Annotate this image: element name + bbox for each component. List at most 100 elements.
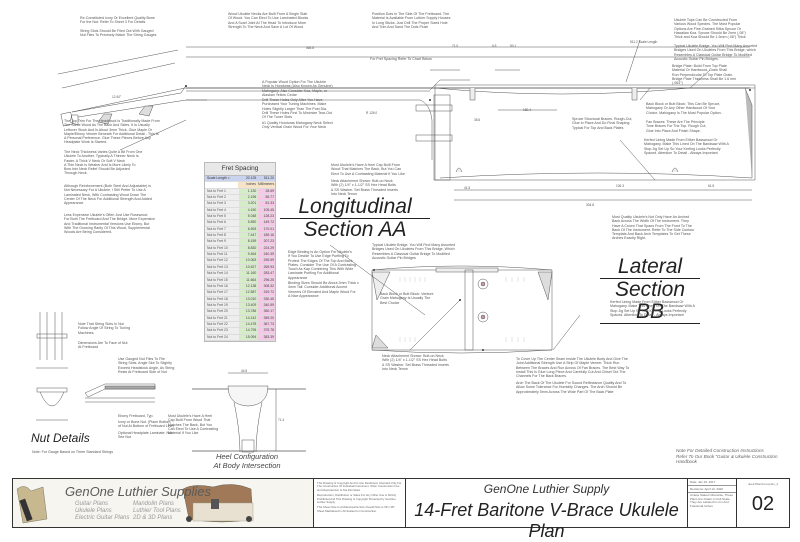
dim-180: 180.4 (523, 108, 531, 112)
note-head-trim: The Top Trim For The Headstock Is Tradit… (64, 119, 160, 145)
link-mandolin-plans[interactable]: Mandolin Plans (133, 501, 175, 507)
fret-cell-mm: 170.01 (258, 226, 275, 233)
fret-cell-in: 13.010 (238, 296, 259, 302)
link-electric-guitar-plans[interactable]: Electric Guitar Plans (75, 515, 130, 521)
fret-cell-label: Nut to Fret 2 (205, 195, 239, 201)
fret-cell-mm: 28.69 (258, 188, 275, 195)
link-ukulele-plans[interactable]: Ukulele Plans (75, 508, 112, 514)
units-inches: Inches (238, 182, 258, 188)
dim-71: 71.0 (452, 44, 459, 48)
dim-126-3: 126.3 (616, 184, 624, 188)
note-neck-attachment: Neck Attachment Shown: Bolt-on Neck With… (331, 179, 398, 196)
scale-label: Scale Length = (205, 176, 239, 182)
link-guitar-plans[interactable]: Guitar Plans (75, 501, 109, 507)
logo-panel: GenOne Luthier Supplies Guitar Plans Uku… (13, 479, 314, 527)
longitudinal-section-title: Longitudinal Section AA (280, 196, 430, 241)
fret-cell-label: Nut to Fret 19 (205, 302, 239, 309)
fret-cell-in: 15.094 (238, 334, 259, 340)
note-position-dots: Position Dots In The Side Of The Fretboa… (372, 12, 451, 29)
lateral-section-title: Lateral Section BB (600, 256, 700, 324)
fret-cell-label: Nut to Fret 11 (205, 252, 239, 258)
fret-cell-label: Nut to Fret 24 (205, 334, 239, 340)
fret-cell-label: Nut to Fret 10 (205, 245, 239, 252)
fret-cell-label: Nut to Fret 6 (205, 220, 239, 226)
fret-cell-in: 10.063 (238, 258, 259, 264)
dim-angle: 12.40° (112, 95, 122, 99)
fret-cell-mm: 207.23 (258, 239, 275, 245)
product-photo-icon (16, 484, 254, 524)
title-block: GenOne Luthier Supplies Guitar Plans Uku… (12, 478, 790, 541)
fret-cell-label: Nut to Fret 16 (205, 283, 239, 290)
fret-cell-label: Nut to Fret 4 (205, 207, 239, 214)
link-2d-3d-plans[interactable]: 2D & 3D Plans (133, 515, 173, 521)
fret-cell-mm: 296.25 (258, 277, 275, 283)
heel-configuration-title: Heel Configuration At Body Intersection (202, 452, 292, 470)
fret-cell-label: Nut to Fret 9 (205, 239, 239, 245)
note-back-block: Back Block or Butt Block: This Can Be Sp… (646, 102, 722, 115)
note-kerfed-lining-lateral: Kerfed Lining Made From Either Basswood … (610, 300, 695, 317)
fret-cell-label: Nut to Fret 8 (205, 233, 239, 239)
fret-cell-in: 13.786 (238, 309, 259, 315)
note-ebony-fretboard: Ebony Fretboard, Typ. (118, 414, 154, 418)
note-fan-braces: Fan Braces: These Are The Principle Tone… (646, 120, 707, 133)
note-top-species: Ukulele Tops Can Be Constructed From Var… (674, 18, 746, 40)
fret-cell-mm: 224.29 (258, 245, 275, 252)
fret-cell-mm: 340.59 (258, 302, 275, 309)
note-headplate: Optional Headplate Laminate, Not See Nut (118, 431, 173, 440)
note-bridge: Typical Ukulele Bridge. You Will Find Ma… (674, 44, 758, 61)
fret-cell-mm: 55.77 (258, 195, 275, 201)
revision: Revisions: April 13, 2020 (688, 486, 736, 493)
section-title-line1: Lateral (600, 256, 700, 279)
fret-cell-in: 11.160 (238, 271, 259, 277)
note-gauged-files: Use Gauged Nut Files To File String Slot… (118, 357, 175, 374)
section-title-line2: Section AA (303, 218, 407, 241)
fret-cell-in: 6.693 (238, 226, 259, 233)
plan-title: 14-Fret Baritone V-Brace Ukulele Plan (414, 500, 679, 541)
fret-cell-in: 14.795 (238, 328, 259, 334)
fret-cell-in: 5.890 (238, 220, 259, 226)
note-string-slots: String Slots Should Be Filed Out With Ga… (80, 29, 157, 38)
note-reinforcement: Although Reinforcement (Both Steel And A… (64, 184, 152, 206)
nut-gauge-note: Note: For Gauge Based on Three Standard … (32, 450, 114, 454)
note-nut-bone: Re-Constituted Ivory Or Excellent Qualit… (80, 16, 155, 25)
note-back-block-lateral: Back Block or Butt Block: Venture Grain … (380, 292, 434, 305)
note-mahogany-neck: A Popular Wood Option For The Ukulele Ne… (262, 80, 333, 97)
link-luthier-tool-plans[interactable]: Luthier Tool Plans (133, 508, 181, 514)
note-less-expensive: Less Expensive Ukulele's Often Just Use … (64, 213, 155, 235)
note-fret-chart: For Fret Spacing Refer To Chart Below (370, 57, 432, 61)
fret-cell-label: Nut to Fret 13 (205, 264, 239, 271)
fret-cell-mm: 383.39 (258, 334, 275, 340)
note-center-seam: To Cover Up The Center Seam Inside The U… (516, 357, 630, 379)
dim-50: 50.1 (510, 44, 517, 48)
legal-notice: This Drawing Is Copyright And Its Use Re… (314, 479, 406, 527)
note-neck-attachment-lateral: Neck Attachment Shown: Bolt-on Neck With… (382, 354, 449, 371)
dim-61-5: 61.5 (708, 184, 715, 188)
dim-radius: R 126.0 (366, 111, 378, 115)
note-edge-binding: Edge Binding Is An Option For Ukulele's … (288, 250, 357, 280)
fret-cell-mm: 375.78 (258, 328, 275, 334)
heel-title-line1: Heel Configuration (215, 452, 279, 461)
fret-cell-in: 14.142 (238, 315, 259, 321)
fret-cell-in: 9.464 (238, 252, 259, 258)
fret-cell-label: Nut to Fret 23 (205, 328, 239, 334)
fret-cell-mm: 105.45 (258, 207, 275, 214)
heel-title-line2: At Body Intersection (213, 460, 281, 470)
fret-cell-mm: 149.72 (258, 220, 275, 226)
fret-cell-mm: 128.23 (258, 214, 275, 220)
fret-cell-label: Nut to Fret 18 (205, 296, 239, 302)
note-kerfed-lining: Kerfed Lining Made From Either Basswood … (644, 138, 729, 155)
